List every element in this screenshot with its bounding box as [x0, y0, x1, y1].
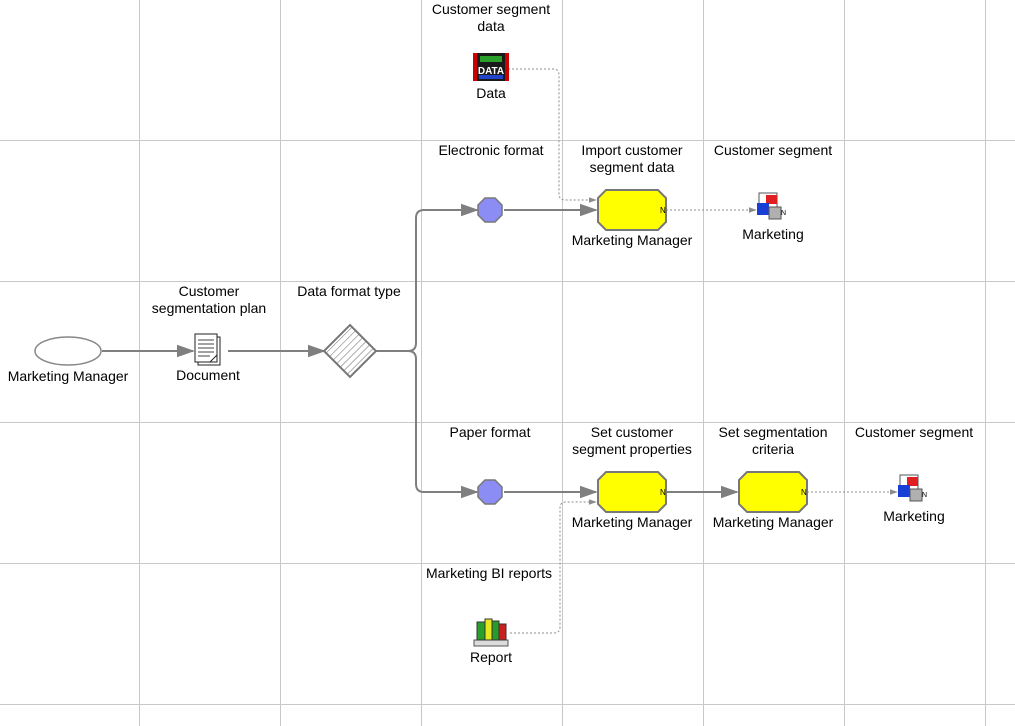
paper-format-event[interactable]	[477, 479, 503, 505]
start-event[interactable]	[34, 336, 102, 366]
electronic-format-label: Electronic format	[438, 142, 544, 158]
segment-data-label: Customer segment data	[432, 1, 550, 35]
gateway-label: Data format type	[297, 283, 401, 299]
puzzle-icon[interactable]: N	[898, 474, 927, 502]
puzzle-icon[interactable]: N	[757, 192, 786, 220]
criteria-task-shape[interactable]: N	[738, 471, 808, 513]
assoc-reports-to-set-props[interactable]	[510, 499, 597, 634]
svg-text:N: N	[781, 210, 786, 217]
task-marker: N	[660, 206, 666, 215]
document-icon[interactable]	[194, 333, 221, 366]
segment-data-label-line: data	[477, 18, 505, 34]
set-props-task-shape[interactable]: N	[597, 471, 667, 513]
plan-type: Document	[176, 367, 240, 383]
segment-out-top-owner: Marketing	[742, 226, 804, 242]
data-icon-text: DATA	[478, 66, 504, 77]
set-props-task-label-line: segment properties	[572, 441, 692, 457]
set-props-task-label-line: Set customer	[590, 424, 674, 440]
segment-out-top-label: Customer segment	[713, 142, 833, 158]
import-task-label-line: segment data	[589, 159, 675, 175]
gateway-diamond[interactable]	[322, 323, 378, 379]
start-event-role: Marketing Manager	[7, 368, 129, 384]
paper-format-label: Paper format	[449, 424, 531, 440]
segment-out-bottom-owner: Marketing	[883, 508, 945, 524]
set-props-task-role: Marketing Manager	[571, 514, 693, 530]
flow-gateway-to-electronic[interactable]	[376, 203, 479, 352]
import-task-shape[interactable]: N	[597, 189, 667, 231]
set-props-task-label: Set customer segment properties	[572, 424, 692, 458]
svg-text:N: N	[922, 492, 927, 499]
segment-data-type: Data	[476, 85, 506, 101]
electronic-format-event[interactable]	[477, 197, 503, 223]
flow-gateway-to-paper[interactable]	[376, 350, 479, 499]
criteria-task-label-line: criteria	[751, 441, 794, 457]
bi-reports-type: Report	[469, 649, 513, 665]
data-icon[interactable]: DATA	[473, 53, 509, 81]
assoc-data-to-import[interactable]	[508, 68, 597, 203]
plan-label: Customer segmentation plan	[152, 283, 266, 317]
segment-out-bottom-label: Customer segment	[854, 424, 974, 440]
report-icon[interactable]	[473, 618, 509, 647]
task-marker: N	[660, 488, 666, 497]
criteria-task-label-line: Set segmentation	[718, 424, 828, 440]
task-marker: N	[801, 488, 807, 497]
segment-data-label-line: Customer segment	[431, 1, 551, 17]
criteria-task-role: Marketing Manager	[712, 514, 834, 530]
plan-label-line: Customer	[178, 283, 240, 299]
plan-label-line: segmentation plan	[151, 300, 267, 316]
import-task-label: Import customer segment data	[581, 142, 682, 176]
bi-reports-label: Marketing BI reports	[425, 565, 553, 581]
import-task-role: Marketing Manager	[571, 232, 693, 248]
import-task-label-line: Import customer	[581, 142, 683, 158]
criteria-task-label: Set segmentation criteria	[719, 424, 828, 458]
